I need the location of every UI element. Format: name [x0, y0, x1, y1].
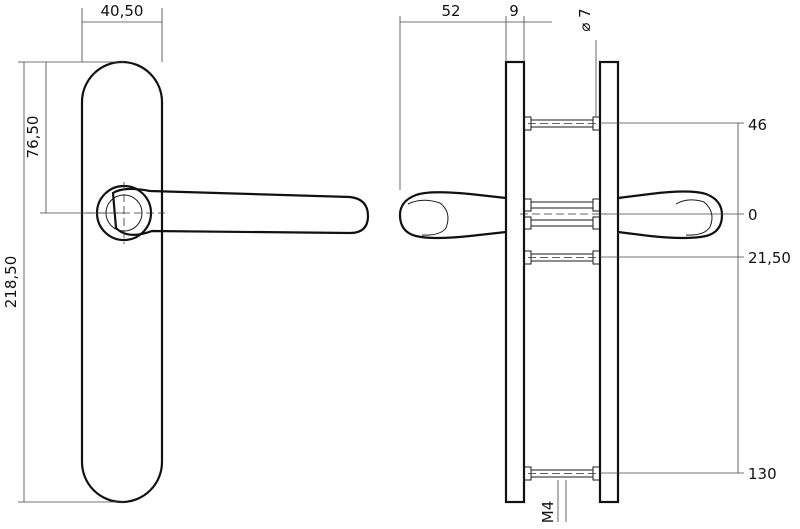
- dim-pos-46-label: 46: [748, 116, 767, 134]
- dim-pos-0-label: 0: [748, 206, 758, 224]
- dim-height-label: 218,50: [2, 256, 20, 309]
- bolt-21-50: [523, 250, 601, 265]
- dim-pos-21-50-label: 21,50: [748, 249, 791, 267]
- dim-spindle-label: 76,50: [24, 116, 42, 159]
- dim-52-label: 52: [441, 2, 460, 20]
- front-lever-handle: [111, 187, 370, 236]
- side-right-lever-inner: [675, 199, 713, 236]
- dim-diameter-label: ⌀ 7: [576, 8, 594, 31]
- front-view: 40,50 218,50 76,50: [2, 2, 370, 504]
- dim-m4-label: M4: [539, 501, 557, 524]
- side-view: 52 9 ⌀ 7 M4 46 0 21,50 130: [398, 2, 791, 524]
- dim-9-label: 9: [509, 2, 519, 20]
- spindle-pair: [523, 198, 601, 230]
- bolt-130: [523, 466, 601, 481]
- bolt-46: [523, 116, 601, 131]
- dim-pos-130-label: 130: [748, 465, 777, 483]
- front-back-plate: [80, 60, 164, 504]
- side-left-lever: [398, 191, 507, 240]
- side-front-plate: [504, 60, 526, 504]
- side-rear-plate: [598, 60, 620, 504]
- side-right-lever: [617, 190, 724, 240]
- dim-width-label: 40,50: [101, 2, 144, 20]
- side-left-lever-inner: [407, 199, 449, 236]
